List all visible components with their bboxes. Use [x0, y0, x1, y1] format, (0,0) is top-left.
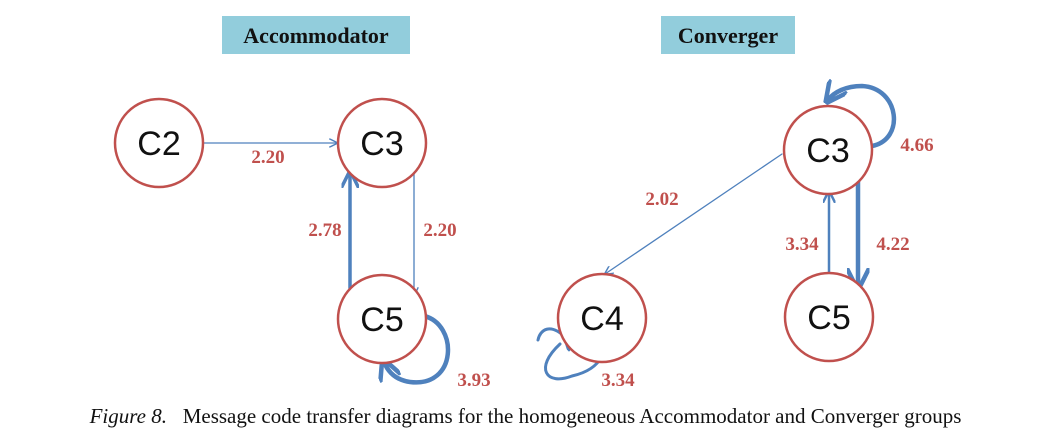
node-c5: C5: [336, 273, 428, 365]
weight-c5-loop: 3.93: [457, 370, 490, 391]
loop-converger-c4-lower: [544, 342, 604, 381]
svg-text:C3: C3: [360, 125, 403, 163]
accommodator-title: Accommodator: [243, 23, 389, 48]
converger-diagram: Converger 4.66 2.02 4.22 3.34 3.34 C3 C4…: [536, 16, 934, 391]
node-c3: C3: [336, 97, 428, 189]
node-converger-c3: C3: [782, 104, 874, 196]
weight-converger-c5-to-c3: 3.34: [785, 234, 819, 255]
node-c2: C2: [113, 97, 205, 189]
loop-converger-c3: [828, 86, 897, 149]
converger-title: Converger: [678, 23, 778, 48]
weight-converger-c4-loop: 3.34: [601, 370, 635, 391]
weight-converger-c3-to-c5: 4.22: [876, 234, 909, 255]
caption-text: Message code transfer diagrams for the h…: [182, 404, 962, 428]
node-converger-c5: C5: [783, 271, 875, 363]
figure-label: Figure 8.: [89, 404, 167, 428]
weight-c5-to-c3: 2.78: [308, 220, 341, 241]
edge-converger-c3-to-c4: [605, 153, 783, 274]
converger-title-box: [661, 16, 795, 54]
weight-c2-to-c3: 2.20: [251, 147, 284, 168]
svg-text:C5: C5: [360, 301, 403, 339]
accommodator-title-box: [222, 16, 410, 54]
svg-text:C4: C4: [580, 300, 623, 338]
weight-converger-c3-to-c4: 2.02: [645, 189, 678, 210]
weight-converger-c3-loop: 4.66: [900, 135, 933, 156]
loop-c5: [384, 313, 451, 385]
svg-text:C2: C2: [137, 125, 180, 163]
svg-text:C3: C3: [806, 132, 849, 170]
figure-caption: Figure 8. Message code transfer diagrams…: [0, 404, 1051, 429]
weight-c3-to-c5: 2.20: [423, 220, 456, 241]
node-converger-c4: C4: [556, 272, 648, 364]
accommodator-diagram: Accommodator 2.20 2.20 2.78 3.93 C2 C3 C…: [113, 16, 491, 391]
svg-text:C5: C5: [807, 299, 850, 337]
